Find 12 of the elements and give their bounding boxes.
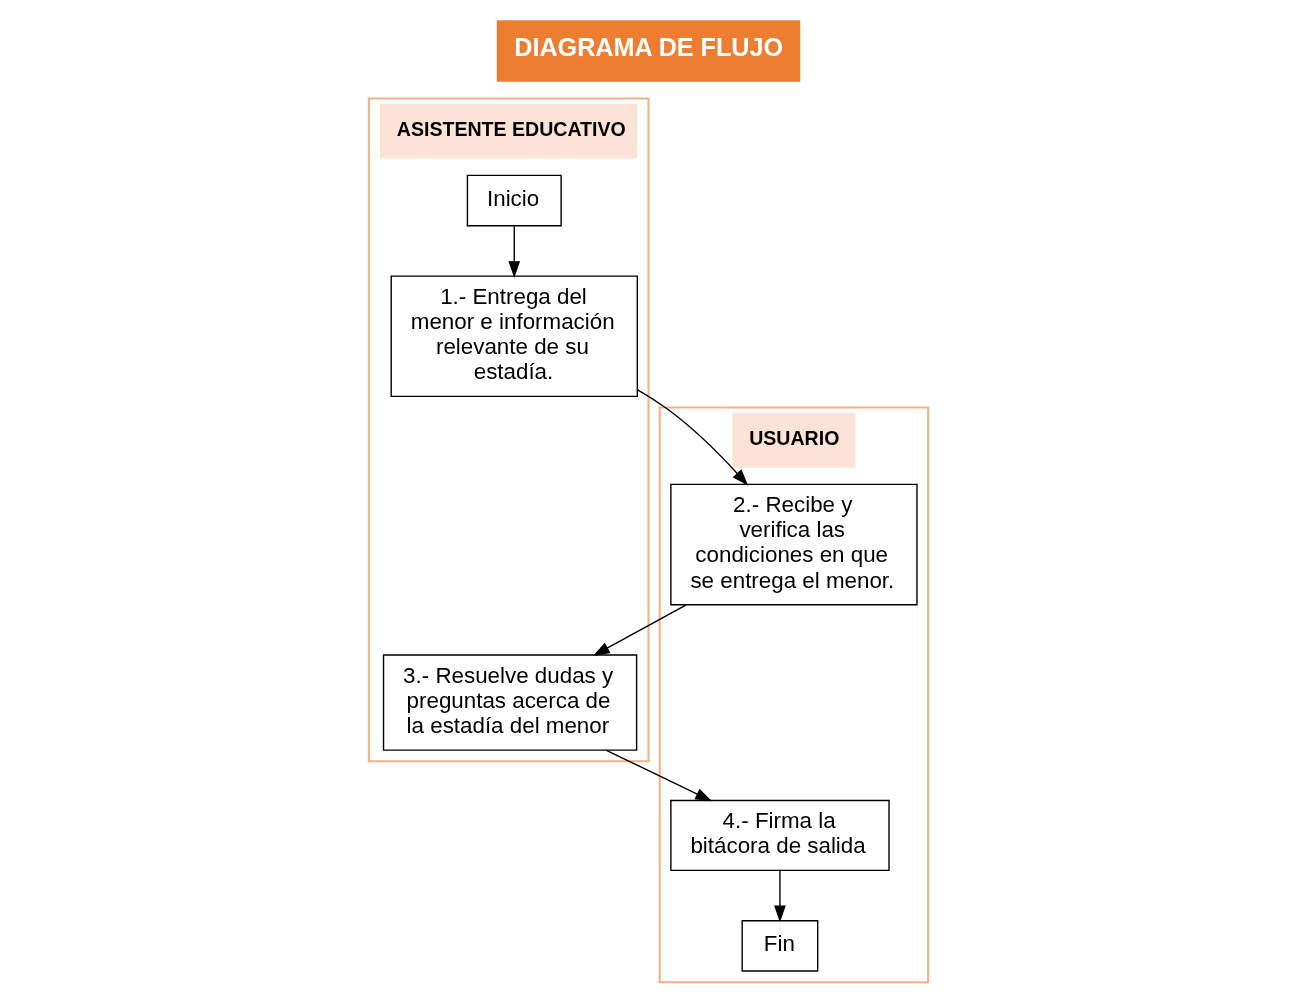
arrow bbox=[774, 869, 786, 922]
node-box: 1.- Entrega del menor e información relevante de su estadía. bbox=[390, 274, 638, 397]
arrow bbox=[592, 603, 687, 656]
node-box: Fin bbox=[741, 919, 819, 972]
arrow bbox=[508, 225, 521, 278]
node-box: Inicio bbox=[466, 174, 562, 226]
arrow bbox=[636, 388, 749, 486]
node-box: 4.- Firma la bitácora de salida bbox=[670, 799, 890, 871]
diagram-title: DIAGRAMA DE FLUJO bbox=[514, 32, 784, 61]
node-box: 3.- Resuelve dudas y preguntas acerca de la estadía del menor bbox=[382, 653, 638, 751]
node-box: 2.- Recibe y verifica las condiciones en que se entrega el menor. bbox=[670, 483, 918, 605]
arrow bbox=[605, 748, 713, 801]
